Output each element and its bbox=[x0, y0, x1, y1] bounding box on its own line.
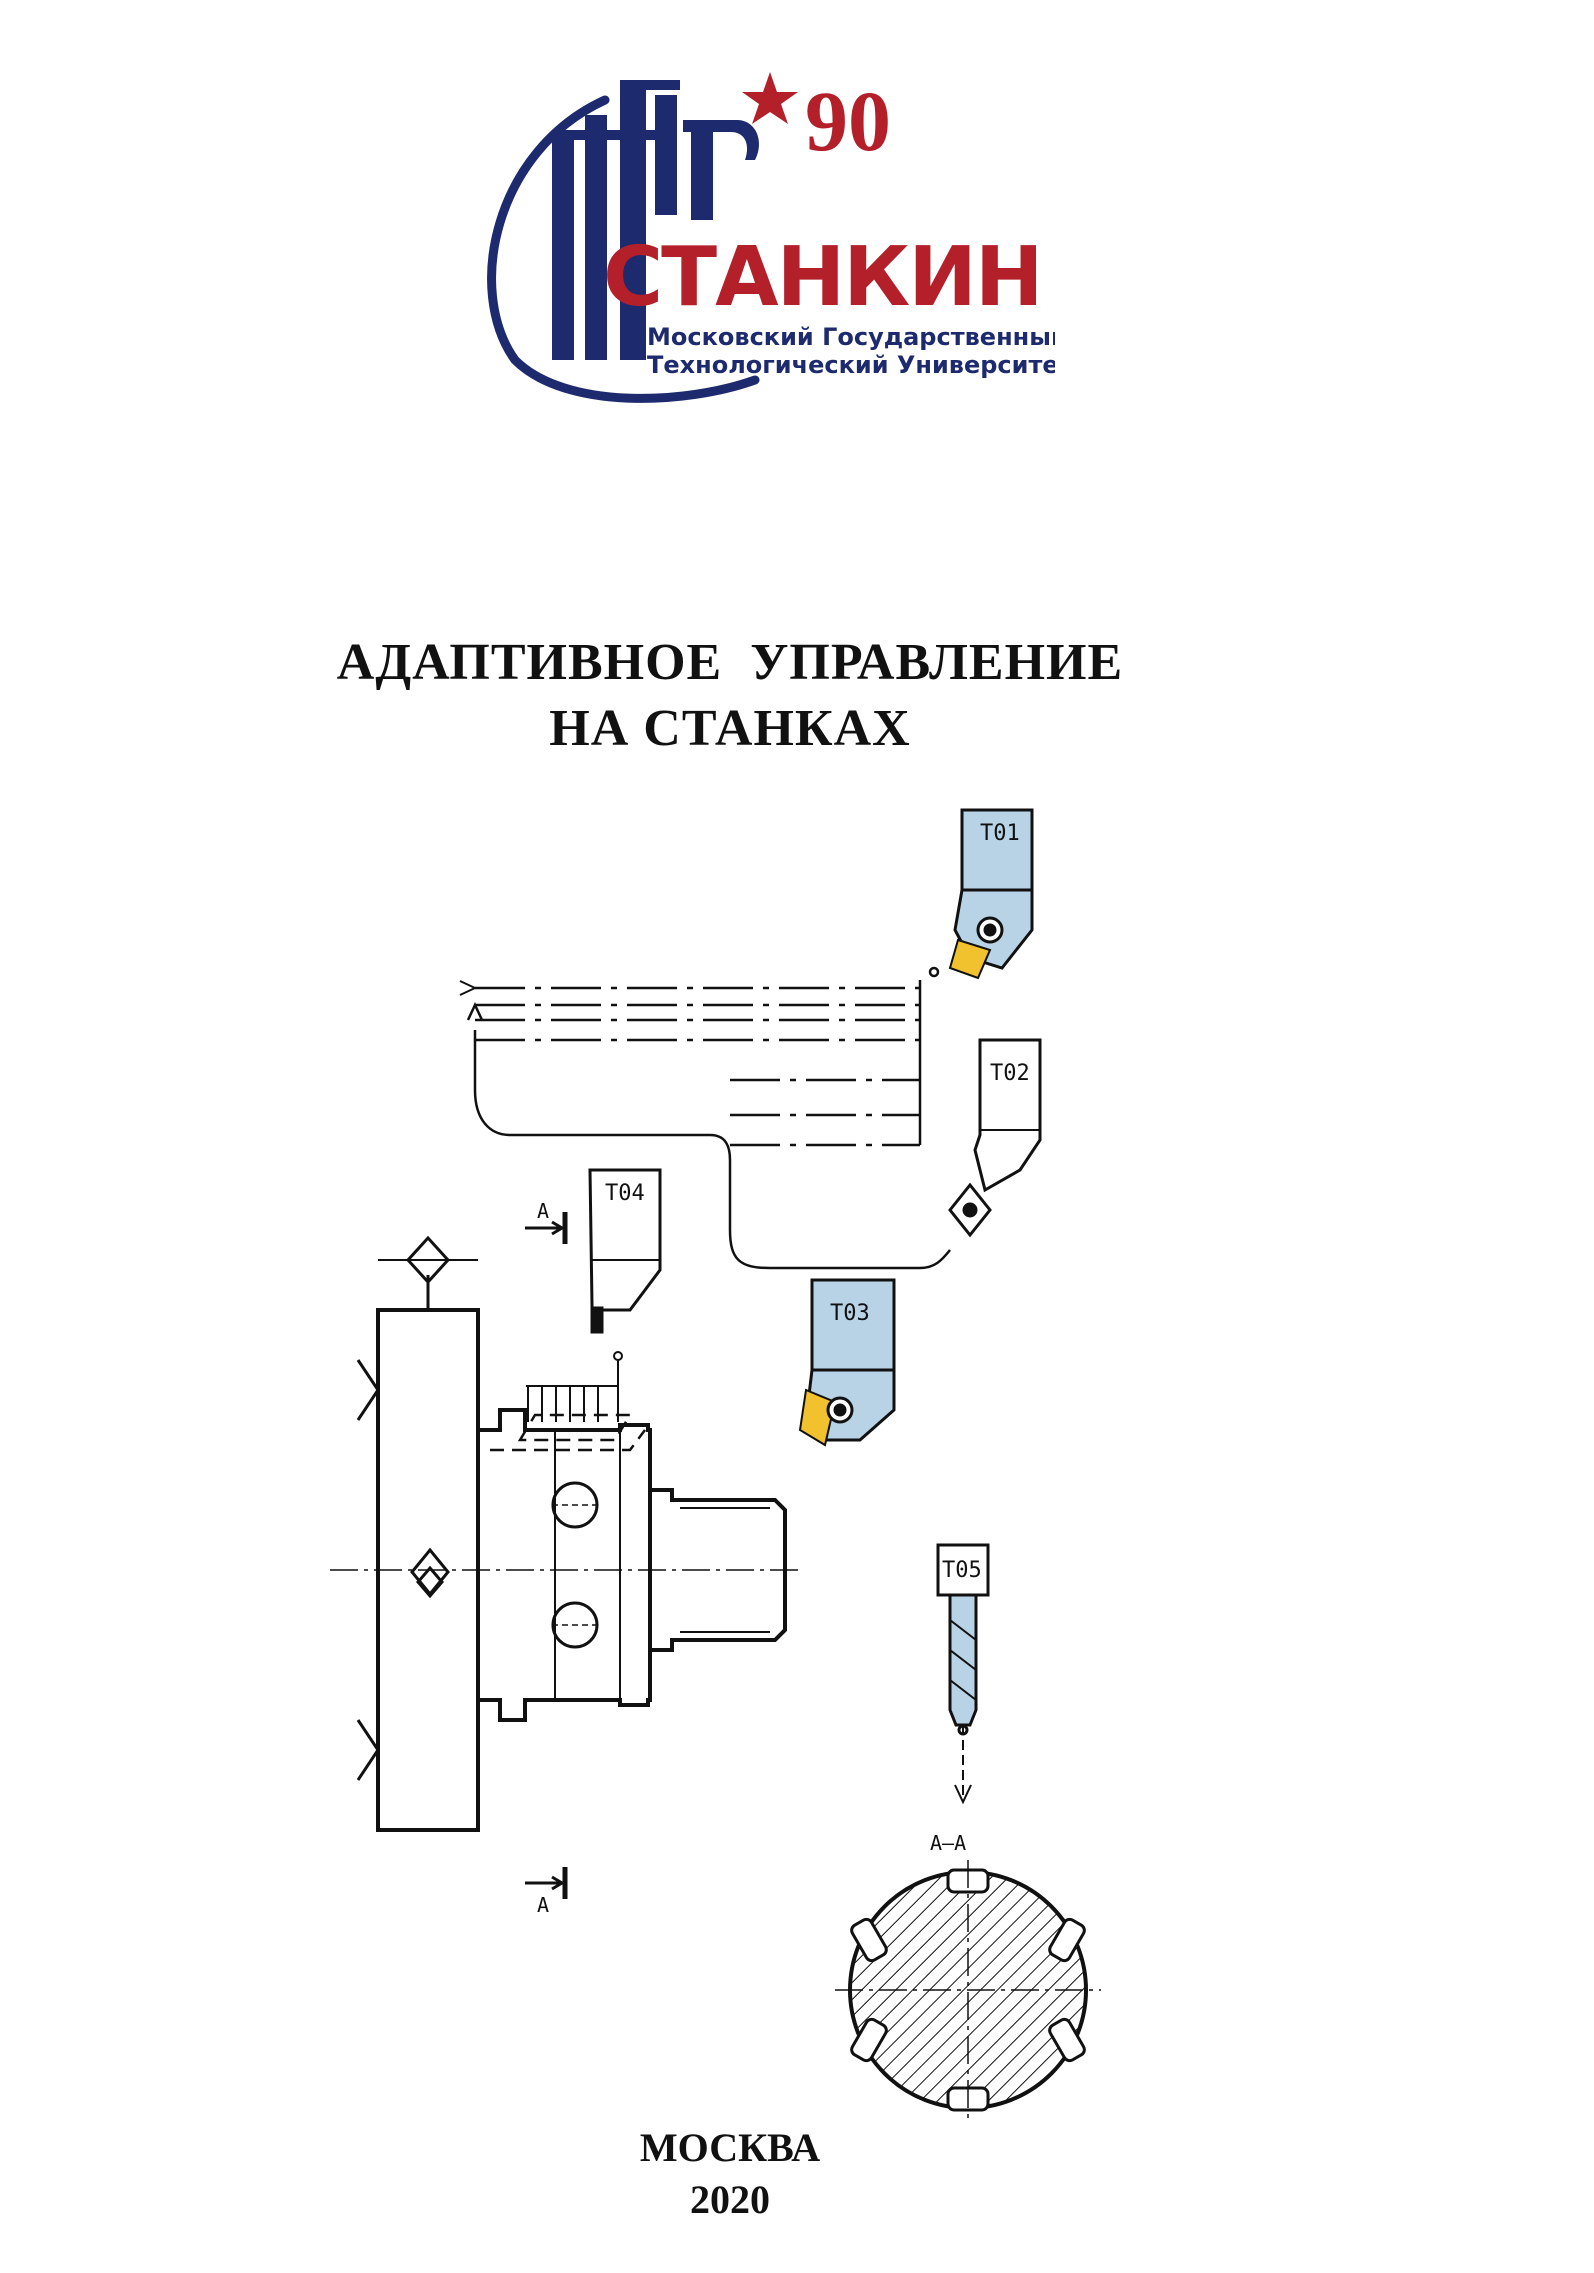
section-marker-top-label: A bbox=[537, 1199, 549, 1223]
section-marker-bottom: A bbox=[525, 1867, 568, 1917]
logo-subtitle-line2: Технологический Университет bbox=[647, 351, 1055, 379]
book-title-line1: АДАПТИВНОЕ УПРАВЛЕНИЕ bbox=[336, 634, 1124, 691]
section-marker-top: A bbox=[525, 1199, 568, 1244]
logo-subtitle-line1: Московский Государственный bbox=[647, 323, 1055, 351]
book-title-line2: НА СТАНКАХ bbox=[549, 700, 911, 757]
logo-building-icon bbox=[552, 80, 759, 360]
tool-t02: T02 bbox=[948, 1038, 1042, 1238]
tool-label-t01: T01 bbox=[980, 821, 1020, 846]
tool-t05: T05 bbox=[936, 1543, 990, 1805]
lathe-tooling-drawing: T04 A A T01 bbox=[330, 808, 1101, 2120]
workpiece bbox=[330, 1408, 800, 1722]
section-marker-bottom-label: A bbox=[537, 1893, 549, 1917]
tool-label-t04: T04 bbox=[605, 1181, 645, 1206]
stankin-logo: 90 СТАНКИН Московский Государственный Те… bbox=[487, 72, 1055, 403]
tool-label-t05: T05 bbox=[942, 1558, 982, 1583]
tool-label-t03: T03 bbox=[830, 1301, 870, 1326]
grooving-feed-arrows bbox=[526, 1351, 623, 1422]
logo-star-icon bbox=[742, 72, 798, 124]
imprint: МОСКВА 2020 bbox=[0, 2122, 1460, 2226]
section-a-a: A–A bbox=[835, 1831, 1101, 2120]
tool-t04: T04 bbox=[588, 1168, 662, 1334]
imprint-city: МОСКВА bbox=[639, 2125, 821, 2170]
section-title: A–A bbox=[930, 1831, 966, 1855]
logo-name: СТАНКИН bbox=[603, 230, 1041, 325]
tool-t01: T01 bbox=[948, 808, 1034, 980]
tool-paths bbox=[459, 966, 951, 1452]
imprint-year: 2020 bbox=[690, 2177, 770, 2222]
tool-t03: T03 bbox=[798, 1278, 896, 1447]
tool-label-t02: T02 bbox=[990, 1061, 1030, 1086]
logo-anniversary-number: 90 bbox=[805, 73, 891, 169]
chuck bbox=[356, 1235, 480, 1832]
book-title: АДАПТИВНОЕ УПРАВЛЕНИЕ НА СТАНКАХ bbox=[0, 630, 1460, 762]
logo-swoosh bbox=[487, 95, 760, 403]
